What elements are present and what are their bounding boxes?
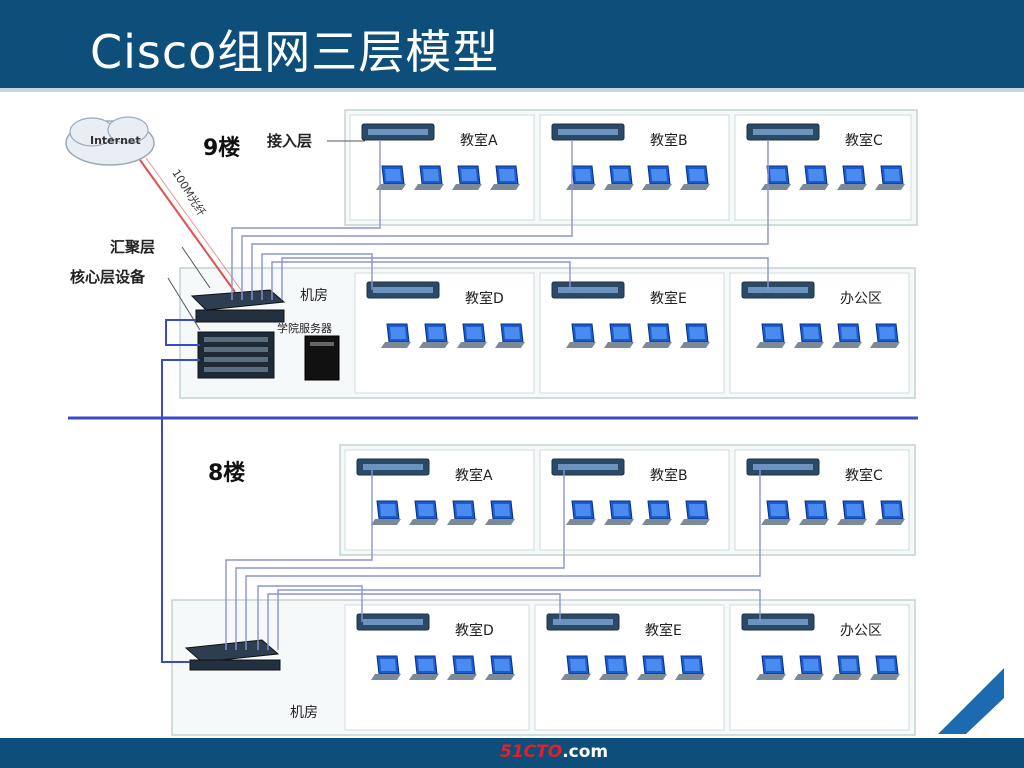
access-cable xyxy=(271,261,571,300)
access-cable xyxy=(241,140,573,300)
slide-title: Cisco组网三层模型 xyxy=(90,25,500,79)
access-switch-icon xyxy=(746,123,820,141)
access-cable xyxy=(251,140,769,300)
room-label: 教室C xyxy=(845,468,883,484)
core-chassis-slot xyxy=(204,347,268,352)
access-switch-icon xyxy=(551,123,625,141)
brand-red: 51CTO xyxy=(500,742,563,762)
distribution-layer-label: 汇聚层 xyxy=(110,238,156,256)
access-switch-icon xyxy=(741,613,815,631)
fiber-line xyxy=(139,159,236,293)
core-chassis-slot xyxy=(204,367,268,372)
room-label: 教室A xyxy=(460,133,498,149)
access-cable xyxy=(261,253,373,300)
distribution-switch-8-front xyxy=(189,659,281,671)
room-label: 教室E xyxy=(650,291,687,307)
distribution-switch-front xyxy=(195,309,285,323)
floor-9-label: 9楼 xyxy=(203,136,241,161)
access-switch-icon xyxy=(366,281,440,299)
access-switch-icon xyxy=(551,458,625,476)
room-label: 教室E xyxy=(645,623,682,639)
title-bar xyxy=(0,0,1024,92)
cloud-puff xyxy=(107,116,149,144)
machine-room-8-label: 机房 xyxy=(290,705,318,721)
core-uplink-cable xyxy=(165,319,200,346)
room-label: 教室B xyxy=(650,468,688,484)
access-cable xyxy=(225,470,373,650)
room-label: 教室D xyxy=(465,291,504,307)
access-switch-icon xyxy=(551,281,625,299)
core-layer-label: 核心层设备 xyxy=(70,268,146,286)
floor-8-label: 8楼 xyxy=(208,461,246,486)
access-switch-icon xyxy=(361,123,435,141)
access-cable xyxy=(281,257,769,300)
server-label: 学院服务器 xyxy=(277,322,332,335)
badge-ribbon xyxy=(928,668,1004,734)
footer-brand: 51CTO.com xyxy=(500,742,608,762)
footer-bar xyxy=(0,738,1024,768)
internet-label: Internet xyxy=(90,134,141,147)
core-chassis-slot xyxy=(204,337,268,342)
core-to-8f-cable xyxy=(161,359,200,663)
server-bay xyxy=(310,342,334,346)
access-layer-label: 接入层 xyxy=(267,132,313,150)
machine-room-9-label: 机房 xyxy=(300,288,328,304)
access-switch-icon xyxy=(356,458,430,476)
access-switch-icon xyxy=(546,613,620,631)
core-pointer-line xyxy=(167,277,201,331)
access-cable xyxy=(235,470,565,650)
room-label: 办公区 xyxy=(840,623,882,639)
access-switch-icon xyxy=(741,281,815,299)
room-label: 教室B xyxy=(650,133,688,149)
access-cable xyxy=(267,593,561,650)
access-cable xyxy=(245,470,761,650)
room-label: 教室C xyxy=(845,133,883,149)
core-chassis-slot xyxy=(204,357,268,362)
fiber-line xyxy=(145,157,242,291)
access-cable xyxy=(231,140,381,300)
distribution-switch-icon xyxy=(190,289,286,311)
access-cable xyxy=(257,585,363,650)
access-switch-icon xyxy=(356,613,430,631)
access-cable xyxy=(277,589,761,650)
room-label: 办公区 xyxy=(840,291,882,307)
distribution-pointer-line xyxy=(181,246,211,289)
brand-white: .com xyxy=(562,742,609,762)
access-switch-icon xyxy=(746,458,820,476)
room-label: 教室D xyxy=(455,623,494,639)
room-label: 教室A xyxy=(455,468,493,484)
